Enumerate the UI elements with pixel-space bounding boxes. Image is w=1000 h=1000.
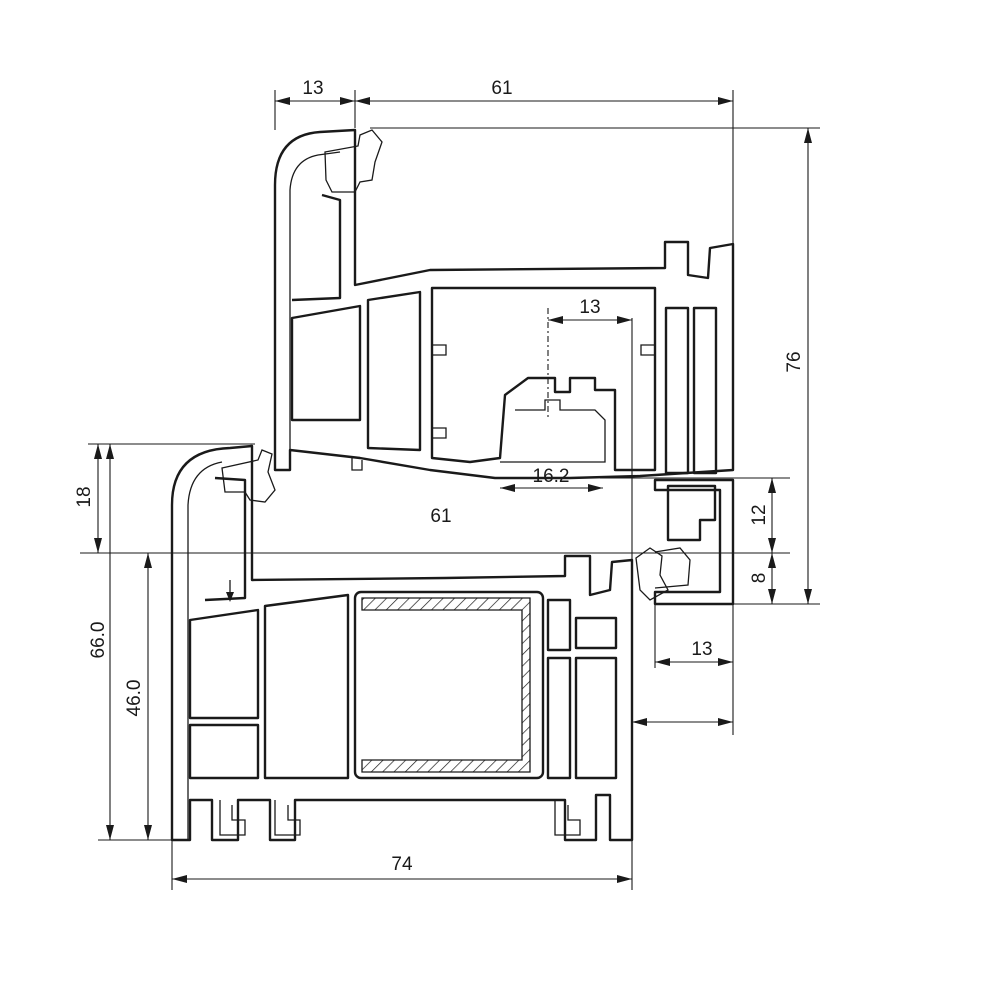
dimension-lines <box>80 90 820 890</box>
dim-label-frame-height-right: 76 <box>784 351 805 372</box>
dim-label-sash-width-top: 61 <box>491 78 512 99</box>
frame-profile <box>170 444 669 842</box>
dim-label-right-rebate: 13 <box>691 639 712 660</box>
dim-label-right-step-upper: 12 <box>749 504 770 525</box>
dimension-labels: 13 61 13 16.2 61 13 74 76 12 8 18 66.0 4… <box>74 78 805 875</box>
sash-right-step <box>653 478 735 606</box>
dim-label-frame-left-height: 66.0 <box>88 622 109 659</box>
dim-label-frame-width-bottom: 74 <box>391 854 413 875</box>
sash-profile <box>273 128 735 480</box>
dim-label-glazing-bead: 16.2 <box>533 466 570 487</box>
dim-label-frame-left-inner: 46.0 <box>124 680 145 717</box>
dim-label-frame-inner-depth: 61 <box>430 506 451 527</box>
dim-label-sash-rebate-top: 13 <box>302 78 323 99</box>
dim-label-glazing-rebate: 13 <box>579 297 600 318</box>
dim-label-right-step-lower: 8 <box>749 573 770 584</box>
dim-label-overlap-left: 18 <box>74 486 95 507</box>
